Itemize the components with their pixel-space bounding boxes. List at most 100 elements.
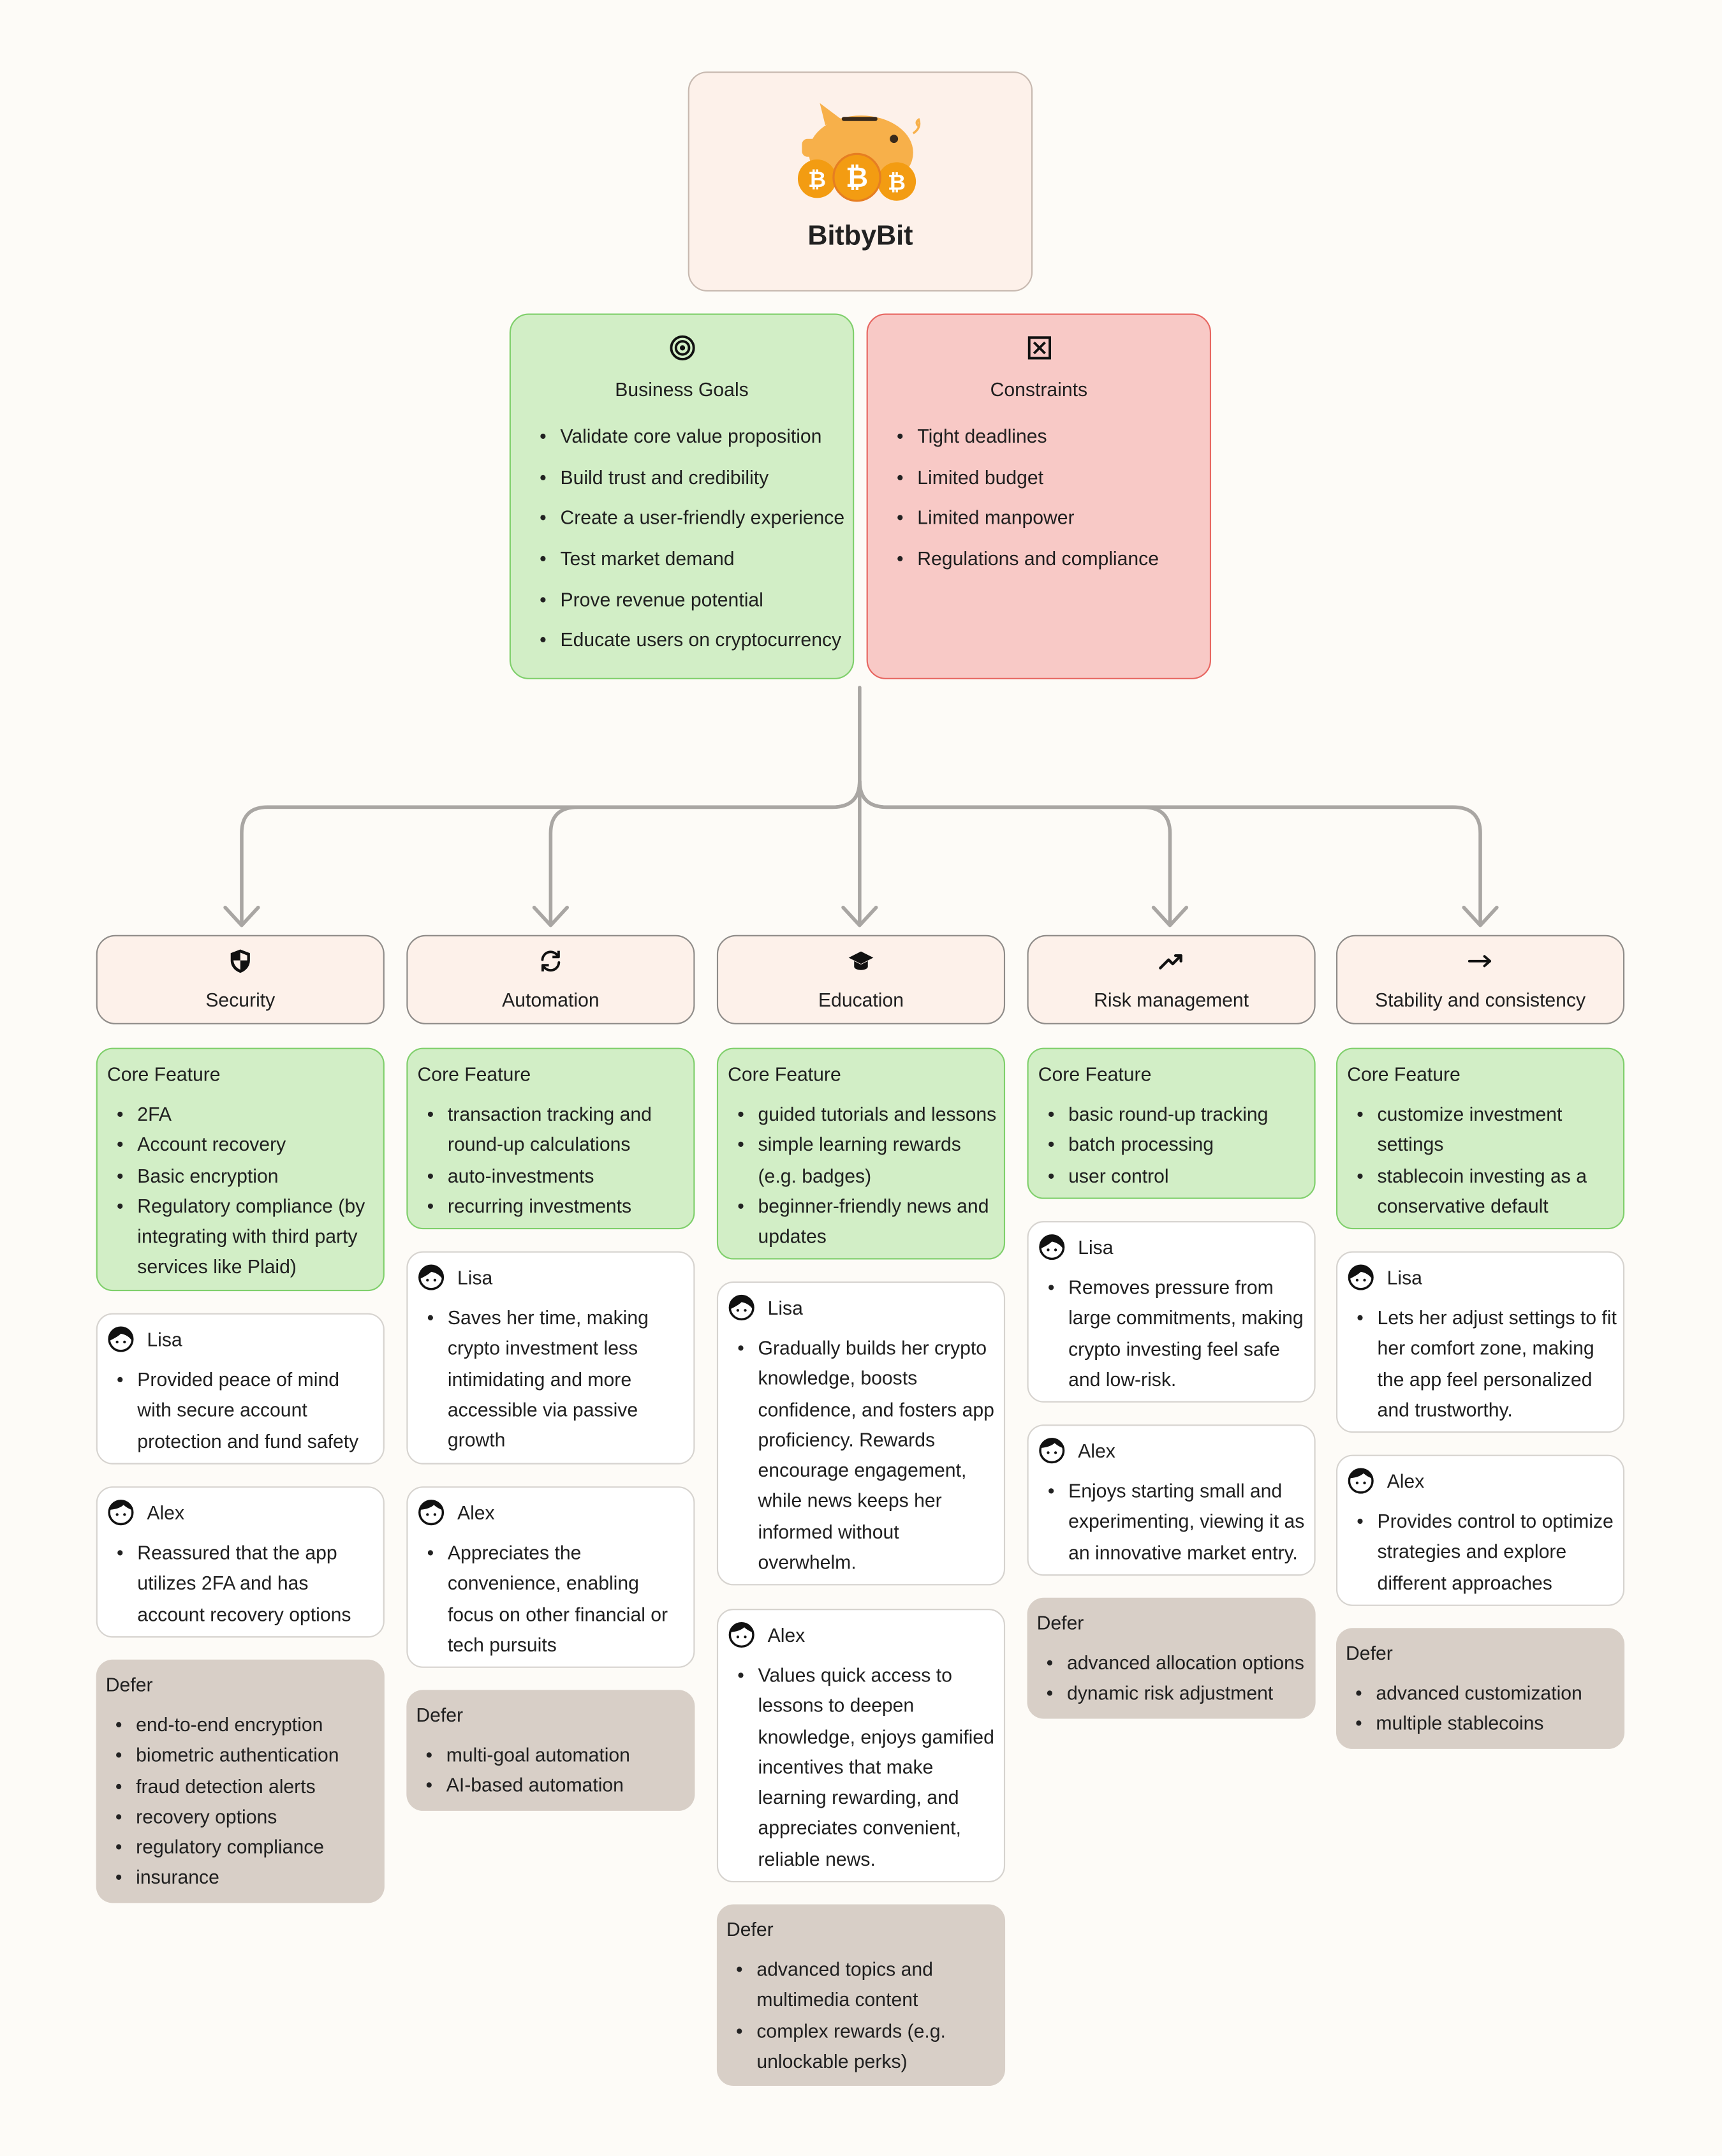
shield-icon xyxy=(230,949,250,973)
persona-name: Lisa xyxy=(457,1266,493,1288)
alex-avatar-icon xyxy=(418,1500,445,1526)
automation-alex-card: Alex Appreciates the convenience, enabli… xyxy=(406,1486,695,1668)
list-item: beginner-friendly news and updates xyxy=(737,1191,999,1252)
list-item: Provides control to optimize strategies … xyxy=(1357,1505,1618,1597)
connector-stability xyxy=(858,779,1482,926)
list-item: Provided peace of mind with secure accou… xyxy=(117,1364,378,1456)
list-item: Removes pressure from large commitments,… xyxy=(1048,1272,1309,1394)
list-item: Test market demand xyxy=(540,545,853,586)
list-item: transaction tracking and round-up calcul… xyxy=(427,1098,688,1160)
list-item: basic round-up tracking xyxy=(1048,1098,1309,1130)
trend-line-icon xyxy=(1159,954,1182,970)
category-title: Education xyxy=(818,988,904,1011)
risk-lisa-card: Lisa Removes pressure from large commitm… xyxy=(1027,1221,1316,1403)
card-title: Core Feature xyxy=(417,1062,531,1085)
list-item: Limited manpower xyxy=(897,504,1210,545)
education-alex-card: Alex Values quick access to lessons to d… xyxy=(716,1609,1006,1883)
list-item: Regulatory compliance (by integrating wi… xyxy=(117,1191,378,1283)
card-title: Core Feature xyxy=(1038,1062,1152,1085)
business-goals-card: Business Goals Validate core value propo… xyxy=(509,313,855,679)
card-title: Core Feature xyxy=(1347,1062,1461,1085)
alex-avatar-icon xyxy=(1348,1468,1374,1494)
lisa-avatar-icon xyxy=(728,1294,754,1321)
persona-name: Alex xyxy=(767,1623,806,1646)
brand-card: ₿ ₿ ₿ BitbyBit xyxy=(688,71,1033,292)
arrow-right-icon xyxy=(1468,955,1492,968)
svg-text:₿: ₿ xyxy=(808,167,826,193)
list-item: multiple stablecoins xyxy=(1355,1708,1619,1739)
list-item: recovery options xyxy=(115,1801,379,1833)
stability-alex-card: Alex Provides control to optimize strate… xyxy=(1336,1454,1625,1606)
target-icon xyxy=(669,335,695,360)
card-title: Defer xyxy=(1346,1641,1393,1664)
list-item: Lets her adjust settings to fit her comf… xyxy=(1357,1302,1618,1424)
business-goals-list: Validate core value proposition Build tr… xyxy=(540,422,853,667)
risk-alex-card: Alex Enjoys starting small and experimen… xyxy=(1027,1424,1316,1576)
persona-name: Lisa xyxy=(1387,1266,1422,1288)
list-item: Limited budget xyxy=(897,463,1210,504)
list-item: stablecoin investing as a conservative d… xyxy=(1357,1160,1618,1221)
list-item: multi-goal automation xyxy=(425,1739,689,1771)
constraints-title: Constraints xyxy=(990,378,1088,401)
arrowhead-risk xyxy=(1151,905,1189,927)
list-item: complex rewards (e.g. unlockable perks) xyxy=(736,2015,999,2076)
stability-core-feature-card: Core Feature customize investment settin… xyxy=(1336,1047,1625,1230)
arrowhead-automation xyxy=(532,905,570,927)
persona-name: Alex xyxy=(1387,1470,1425,1492)
security-defer-card: Defer end-to-end encryption biometric au… xyxy=(96,1659,385,1903)
stability-defer-card: Defer advanced customization multiple st… xyxy=(1336,1628,1625,1749)
list-item: Gradually builds her crypto knowledge, b… xyxy=(737,1333,999,1578)
education-defer-card: Defer advanced topics and multimedia con… xyxy=(716,1904,1006,2086)
stability-lisa-card: Lisa Lets her adjust settings to fit her… xyxy=(1336,1251,1625,1433)
alex-avatar-icon xyxy=(108,1500,134,1526)
arrowhead-security xyxy=(223,905,260,927)
list-item: simple learning rewards (e.g. badges) xyxy=(737,1129,999,1190)
category-title: Stability and consistency xyxy=(1374,988,1586,1011)
list-item: advanced customization xyxy=(1355,1678,1619,1709)
education-core-feature-card: Core Feature guided tutorials and lesson… xyxy=(716,1047,1006,1260)
card-title: Core Feature xyxy=(107,1062,221,1085)
list-item: insurance xyxy=(115,1863,379,1894)
category-automation-header: Automation xyxy=(406,934,695,1024)
list-item: Educate users on cryptocurrency xyxy=(540,626,853,667)
list-item: batch processing xyxy=(1048,1129,1309,1160)
category-title: Risk management xyxy=(1094,988,1249,1011)
list-item: fraud detection alerts xyxy=(115,1771,379,1802)
category-title: Automation xyxy=(502,988,600,1011)
automation-lisa-card: Lisa Saves her time, making crypto inves… xyxy=(406,1251,695,1465)
arrowhead-stability xyxy=(1462,905,1499,927)
card-title: Core Feature xyxy=(728,1062,841,1085)
piggy-bank-bitcoin-logo: ₿ ₿ ₿ xyxy=(797,103,921,202)
list-item: Prove revenue potential xyxy=(540,586,853,626)
list-item: 2FA xyxy=(117,1098,378,1130)
list-item: Reassured that the app utilizes 2FA and … xyxy=(117,1537,378,1629)
list-item: advanced topics and multimedia content xyxy=(736,1954,999,2015)
list-item: dynamic risk adjustment xyxy=(1047,1678,1310,1709)
x-box-icon xyxy=(1027,336,1050,360)
refresh-icon xyxy=(541,950,561,972)
category-education-header: Education xyxy=(716,934,1006,1024)
connector-risk xyxy=(858,779,1172,926)
category-security-header: Security xyxy=(96,934,385,1024)
persona-name: Alex xyxy=(147,1501,185,1524)
alex-avatar-icon xyxy=(728,1621,754,1648)
card-title: Defer xyxy=(1036,1611,1084,1634)
risk-defer-card: Defer advanced allocation options dynami… xyxy=(1027,1597,1316,1719)
risk-core-feature-card: Core Feature basic round-up tracking bat… xyxy=(1027,1047,1316,1199)
security-lisa-card: Lisa Provided peace of mind with secure … xyxy=(96,1313,385,1465)
list-item: Saves her time, making crypto investment… xyxy=(427,1302,688,1455)
card-title: Defer xyxy=(416,1703,464,1725)
lisa-avatar-icon xyxy=(1348,1264,1374,1290)
constraints-list: Tight deadlines Limited budget Limited m… xyxy=(897,422,1210,586)
persona-name: Lisa xyxy=(767,1296,803,1318)
security-core-feature-card: Core Feature 2FA Account recovery Basic … xyxy=(96,1047,385,1292)
automation-defer-card: Defer multi-goal automation AI-based aut… xyxy=(406,1690,695,1811)
brand-name: BitbyBit xyxy=(807,221,913,252)
list-item: customize investment settings xyxy=(1357,1098,1618,1160)
category-title: Security xyxy=(205,988,276,1011)
list-item: Tight deadlines xyxy=(897,422,1210,463)
connector-automation xyxy=(548,779,862,926)
security-alex-card: Alex Reassured that the app utilizes 2FA… xyxy=(96,1486,385,1638)
list-item: Account recovery xyxy=(117,1129,378,1160)
